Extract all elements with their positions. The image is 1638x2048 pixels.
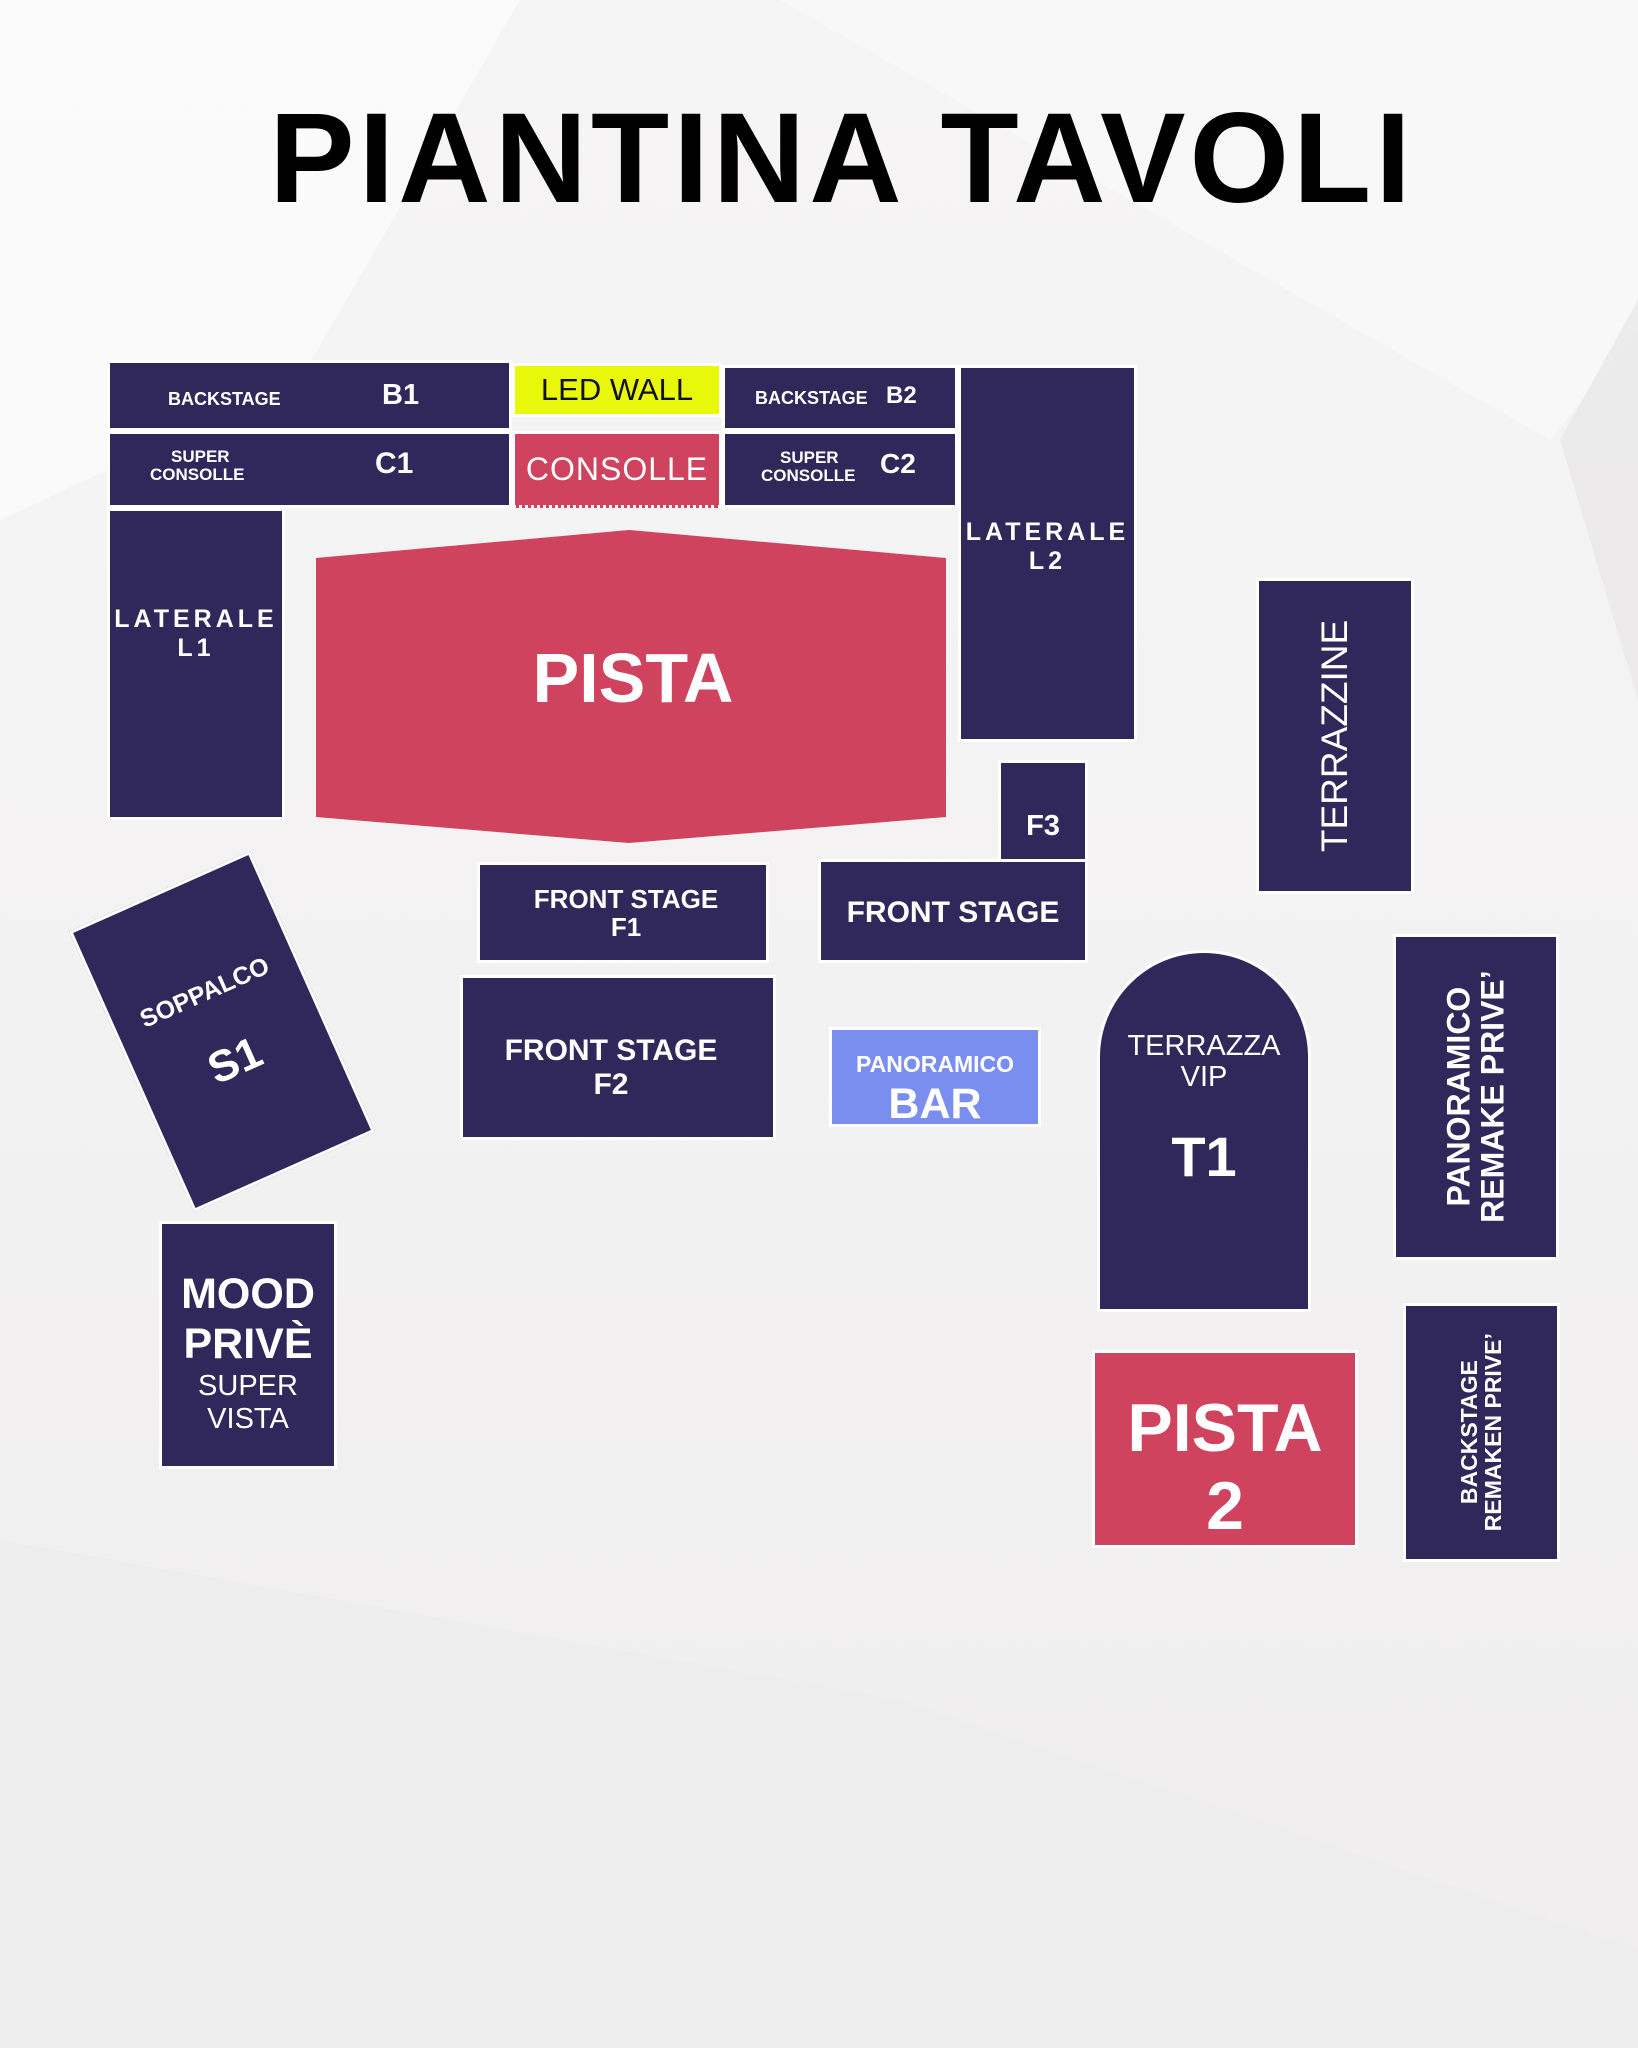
zone-f2-name: FRONT STAGE <box>504 1034 718 1067</box>
zone-led-wall[interactable]: LED WALL <box>512 363 722 417</box>
zone-panoramico-line2: REMAKE PRIVE’ <box>1474 970 1511 1224</box>
zone-mood-line1: MOOD <box>181 1270 315 1318</box>
zone-c1-name-2: CONSOLLE <box>150 465 245 484</box>
zone-t1-code: T1 <box>1171 1125 1237 1188</box>
zone-terrazza-vip-t1[interactable]: TERRAZZA VIP T1 <box>1097 950 1311 1312</box>
zone-panoramico-line1: PANORAMICO <box>1440 987 1477 1207</box>
zone-backstage-remaken-line1: BACKSTAGE <box>1456 1360 1483 1505</box>
zone-mood-line2: PRIVÈ <box>183 1320 313 1368</box>
zone-f1[interactable]: FRONT STAGE F1 <box>477 862 769 963</box>
zone-front-stage-label: FRONT STAGE <box>846 896 1060 929</box>
zone-backstage-remaken[interactable]: BACKSTAGE REMAKEN PRIVE’ <box>1403 1303 1560 1562</box>
zone-b2-name: BACKSTAGE <box>755 388 868 408</box>
zone-pista-label: PISTA <box>532 639 734 717</box>
zone-pista2-line2: 2 <box>1206 1468 1244 1544</box>
zone-laterale-l1[interactable]: LATERALE L1 <box>107 508 285 820</box>
zone-l1-name: LATERALE <box>114 605 278 633</box>
page-title: PIANTINA TAVOLI <box>269 87 1415 230</box>
zone-b1-code: B1 <box>382 379 420 411</box>
zone-backstage-remaken-text: BACKSTAGE REMAKEN PRIVE’ <box>1456 1333 1507 1532</box>
zone-b1[interactable]: BACKSTAGE B1 <box>107 360 512 431</box>
zone-mood-prive[interactable]: MOOD PRIVÈ SUPER VISTA <box>159 1221 337 1469</box>
zone-front-stage[interactable]: FRONT STAGE <box>818 859 1088 963</box>
zone-b2[interactable]: BACKSTAGE B2 <box>722 365 958 431</box>
zone-l2-code: L2 <box>1028 547 1067 575</box>
zone-consolle-label: CONSOLLE <box>525 451 709 487</box>
zone-pista-2[interactable]: PISTA 2 <box>1092 1350 1358 1548</box>
zone-laterale-l2[interactable]: LATERALE L2 <box>958 365 1137 742</box>
zone-bar-code: BAR <box>888 1080 982 1128</box>
zone-l2-name: LATERALE <box>965 518 1130 546</box>
zone-c2[interactable]: SUPER CONSOLLE C2 <box>722 431 958 508</box>
zone-terrazzine-label: TERRAZZINE <box>1314 619 1355 853</box>
zone-t1-name-2: VIP <box>1180 1061 1228 1093</box>
zone-panoramico-text: PANORAMICO REMAKE PRIVE’ <box>1440 970 1511 1224</box>
zone-consolle[interactable]: CONSOLLE <box>512 431 722 508</box>
zone-f1-name: FRONT STAGE <box>533 884 719 914</box>
zone-f3[interactable]: F3 <box>998 760 1088 867</box>
zone-c2-code: C2 <box>880 448 916 479</box>
zone-c2-name-2: CONSOLLE <box>761 466 856 485</box>
zone-t1-name-1: TERRAZZA <box>1127 1030 1281 1062</box>
zone-c1-code: C1 <box>375 447 414 480</box>
zone-backstage-remaken-line2: REMAKEN PRIVE’ <box>1480 1333 1507 1532</box>
zone-b1-name: BACKSTAGE <box>168 389 281 409</box>
zone-c2-name-1: SUPER <box>780 448 839 467</box>
zone-led-wall-label: LED WALL <box>540 372 694 407</box>
zone-bar-name: PANORAMICO <box>855 1051 1014 1077</box>
zone-f2[interactable]: FRONT STAGE F2 <box>460 975 776 1140</box>
zone-panoramico-remake[interactable]: PANORAMICO REMAKE PRIVE’ <box>1393 934 1559 1260</box>
zone-b2-code: B2 <box>886 382 917 409</box>
zone-pista[interactable] <box>313 527 953 847</box>
zone-terrazzine[interactable]: TERRAZZINE <box>1256 578 1414 894</box>
zone-mood-line3: SUPER <box>198 1370 298 1402</box>
zone-pista2-line1: PISTA <box>1127 1390 1323 1466</box>
zone-c1-name-1: SUPER <box>171 447 230 466</box>
zone-f1-code: F1 <box>610 912 642 942</box>
zone-f2-code: F2 <box>593 1068 629 1101</box>
zone-mood-line4: VISTA <box>207 1403 289 1435</box>
zone-c1[interactable]: SUPER CONSOLLE C1 <box>107 431 512 508</box>
zone-l1-code: L1 <box>177 634 215 662</box>
zone-f3-code: F3 <box>1026 810 1060 842</box>
zone-panoramico-bar[interactable]: PANORAMICO BAR <box>829 1027 1041 1127</box>
